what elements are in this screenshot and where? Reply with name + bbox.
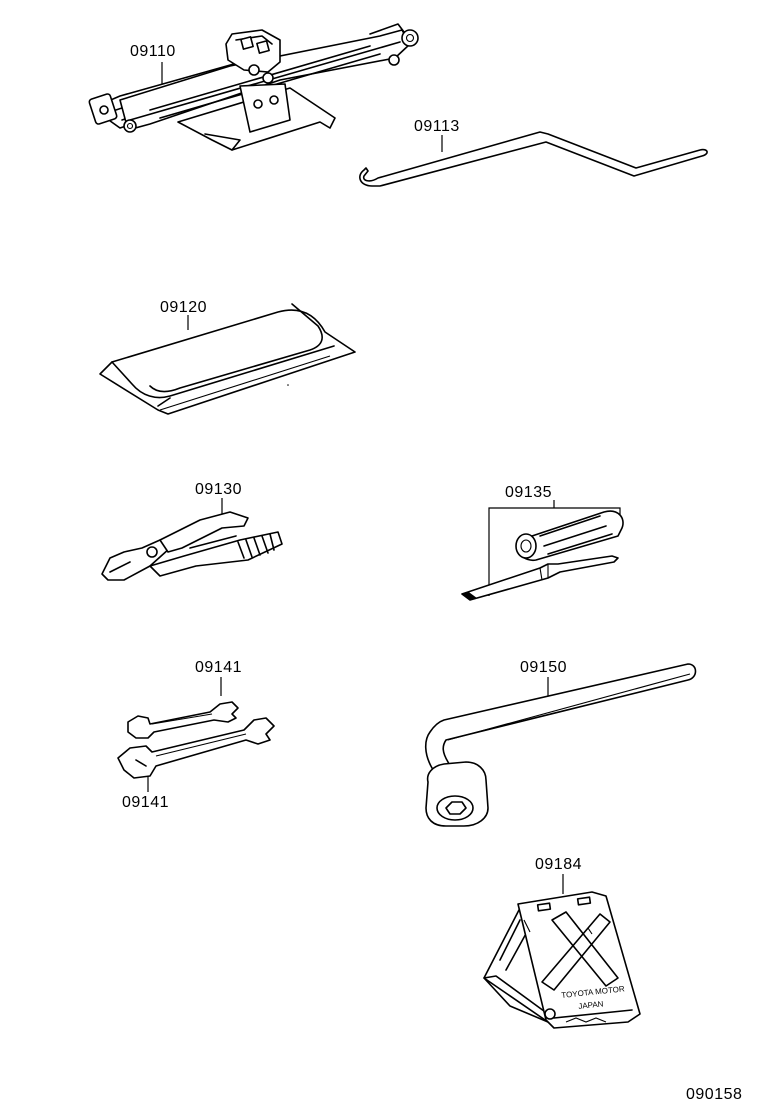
part-number-tool-bag: 09120 [160,299,207,316]
wheel-nut-wrench-drawing [424,663,697,827]
part-number-wheel-nut-wrench: 09150 [520,659,567,676]
wrench-set-drawing [117,677,275,792]
figure-number: 090158 [686,1086,743,1103]
part-number-jack: 09110 [130,43,176,60]
wheel-chock-drawing [483,874,641,1029]
part-number-screwdriver: 09135 [505,484,552,501]
tool-bag-drawing [99,303,356,415]
part-number-wrench-upper: 09141 [195,659,242,676]
jack-handle-drawing [359,131,708,187]
scissor-jack-drawing [88,23,419,151]
part-number-wheel-chock: 09184 [535,856,582,873]
part-number-pliers: 09130 [195,481,242,498]
screwdriver-drawing [460,500,624,601]
part-number-jack-handle: 09113 [414,118,460,135]
pliers-drawing [101,498,283,581]
part-number-wrench-lower: 09141 [122,794,169,811]
